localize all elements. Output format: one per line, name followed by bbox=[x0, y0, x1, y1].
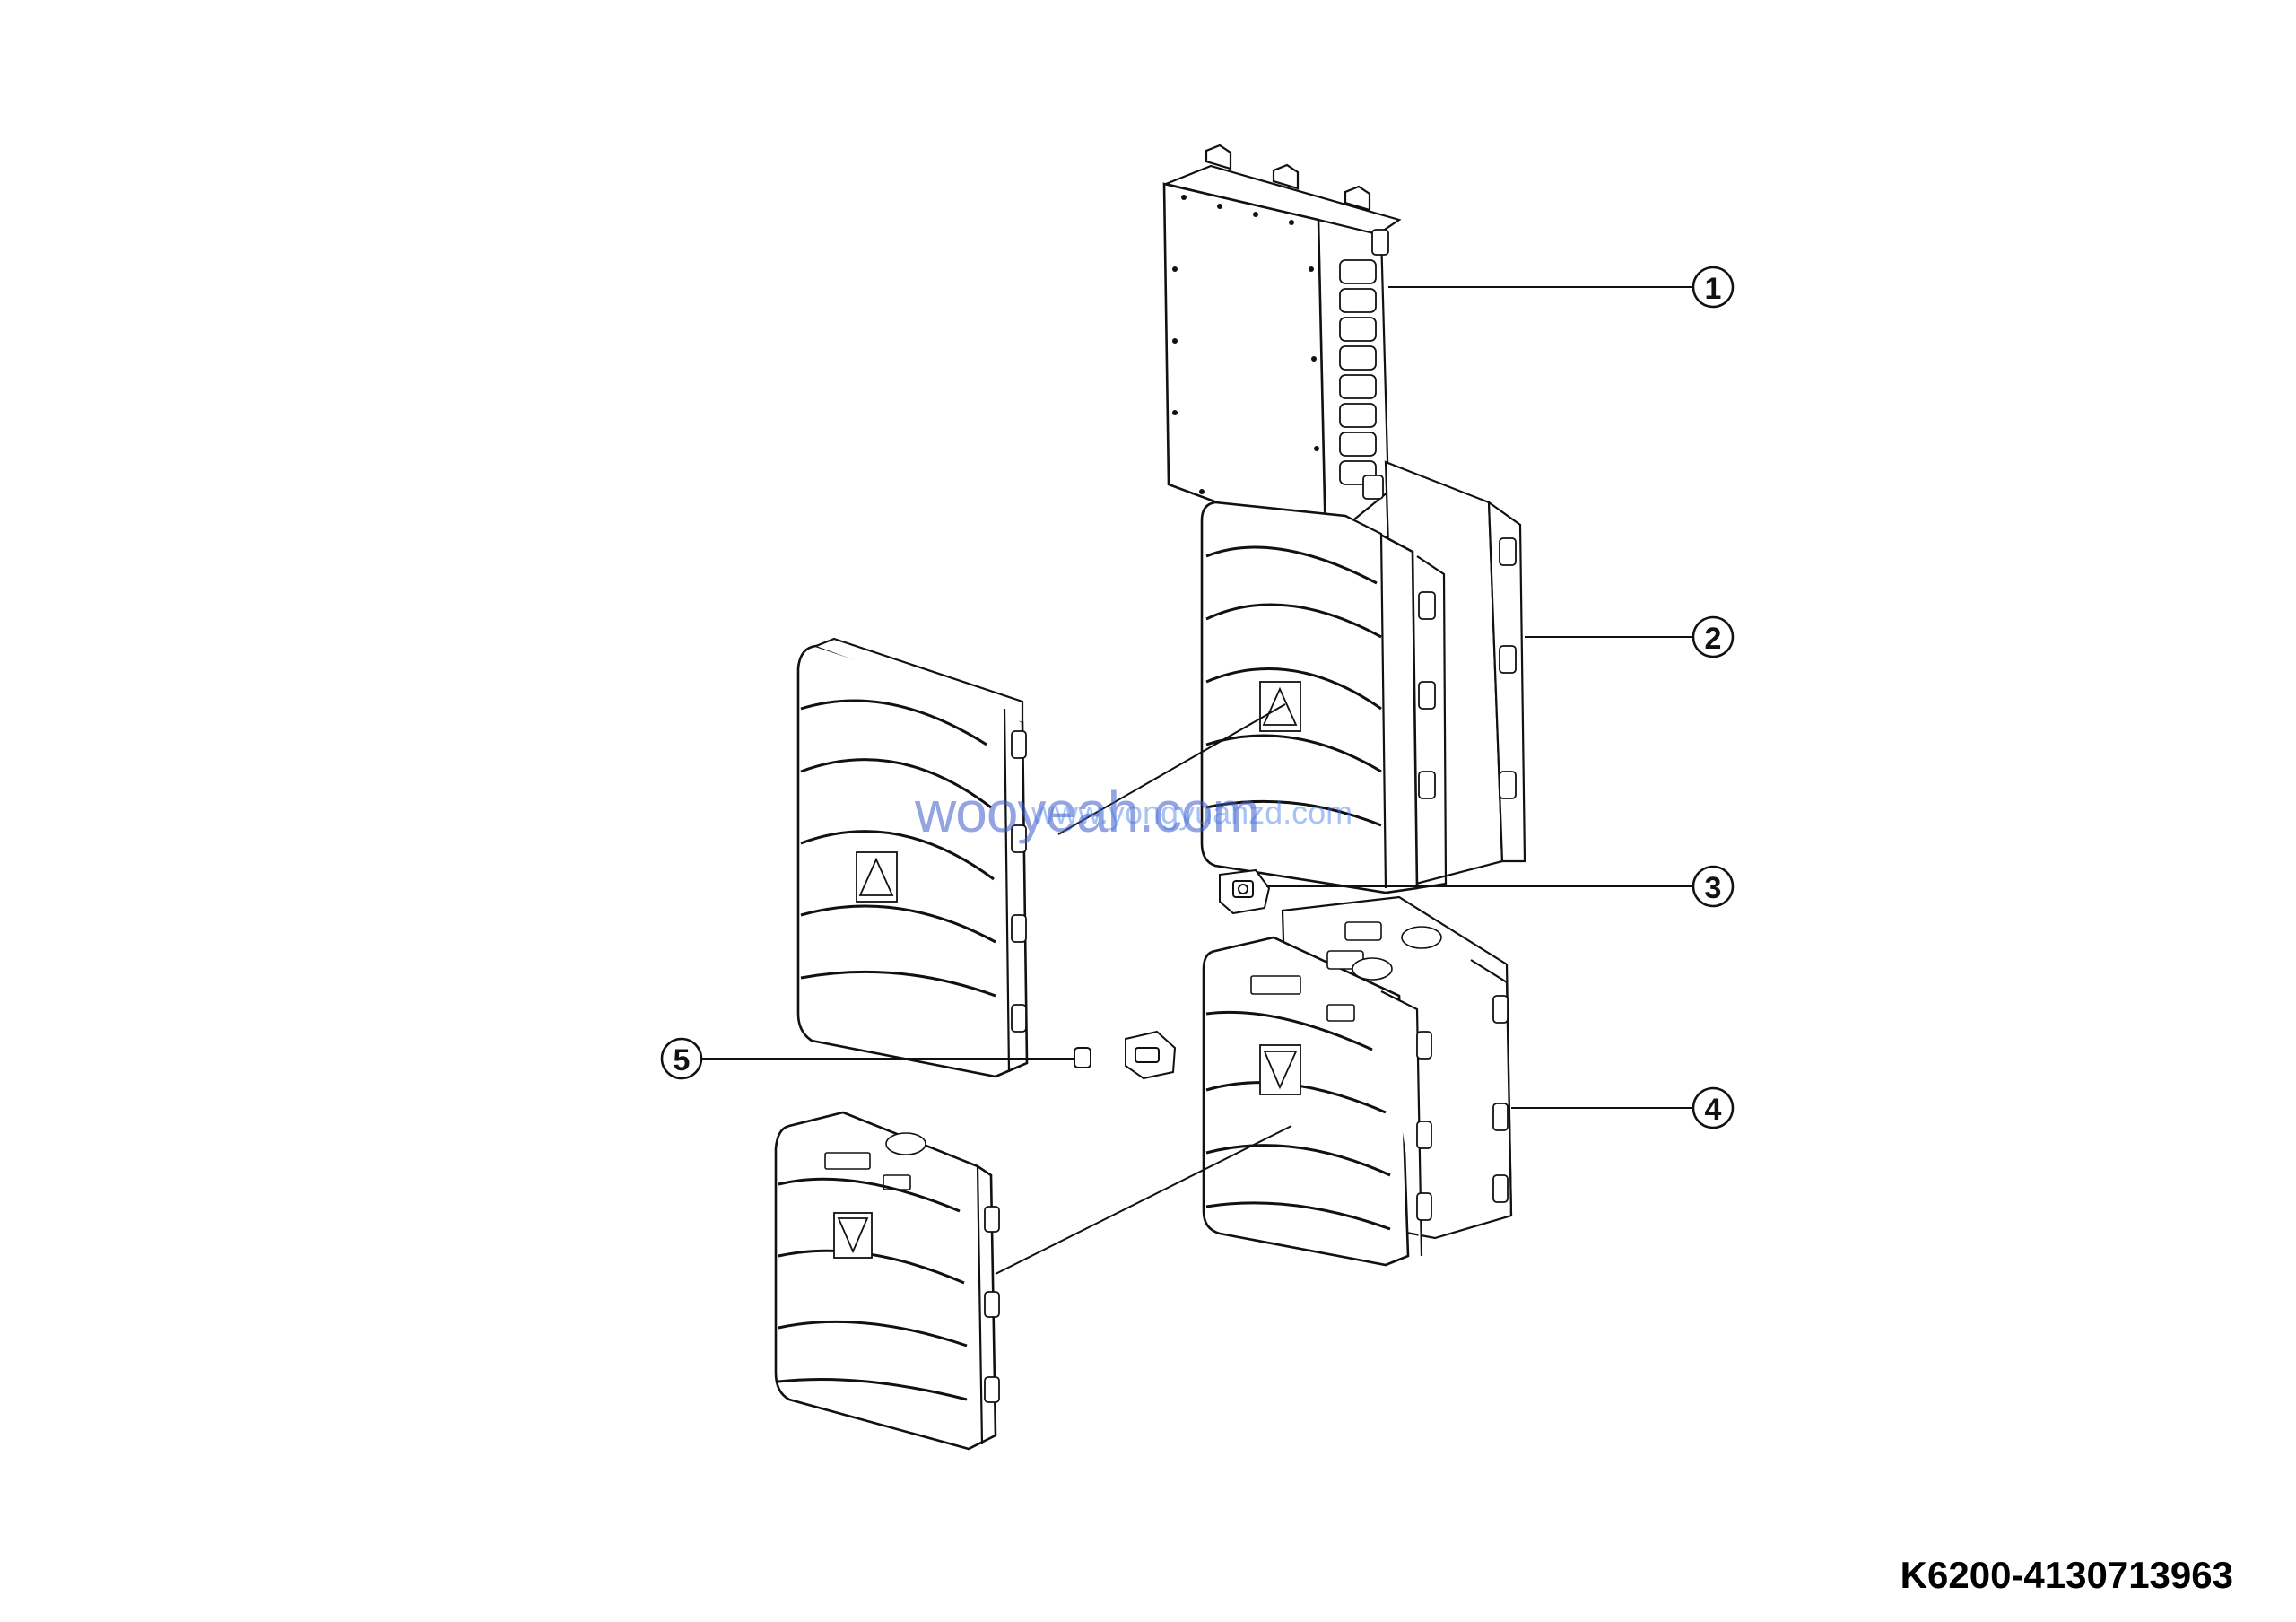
svg-text:4: 4 bbox=[1705, 1093, 1722, 1127]
watermark: wooyeah.com bbox=[915, 780, 1260, 844]
leader-lines bbox=[701, 286, 1693, 1275]
callout-2: 2 bbox=[1692, 615, 1735, 658]
part-3-plug bbox=[1219, 868, 1271, 915]
part-4-inverter-pair bbox=[1202, 895, 1513, 1267]
svg-text:2: 2 bbox=[1705, 622, 1722, 656]
svg-text:5: 5 bbox=[674, 1043, 691, 1077]
callout-5: 5 bbox=[660, 1037, 703, 1080]
part-1-connector-box bbox=[1162, 144, 1402, 545]
standalone-inverter-lower bbox=[774, 1111, 1000, 1451]
callout-3: 3 bbox=[1692, 865, 1735, 908]
svg-text:3: 3 bbox=[1705, 871, 1722, 905]
callouts: 1 2 3 4 5 bbox=[660, 266, 1735, 1129]
svg-text:1: 1 bbox=[1705, 272, 1722, 306]
part-2-inverter-pair bbox=[1200, 460, 1526, 894]
callout-1: 1 bbox=[1692, 266, 1735, 309]
watermark-inner: www.yongyuanzd.com bbox=[1031, 794, 1353, 831]
callout-4: 4 bbox=[1692, 1086, 1735, 1129]
part-5-small-components bbox=[1074, 1030, 1177, 1080]
standalone-inverter-upper bbox=[796, 637, 1029, 1078]
document-code: K6200-4130713963 bbox=[1900, 1554, 2233, 1596]
